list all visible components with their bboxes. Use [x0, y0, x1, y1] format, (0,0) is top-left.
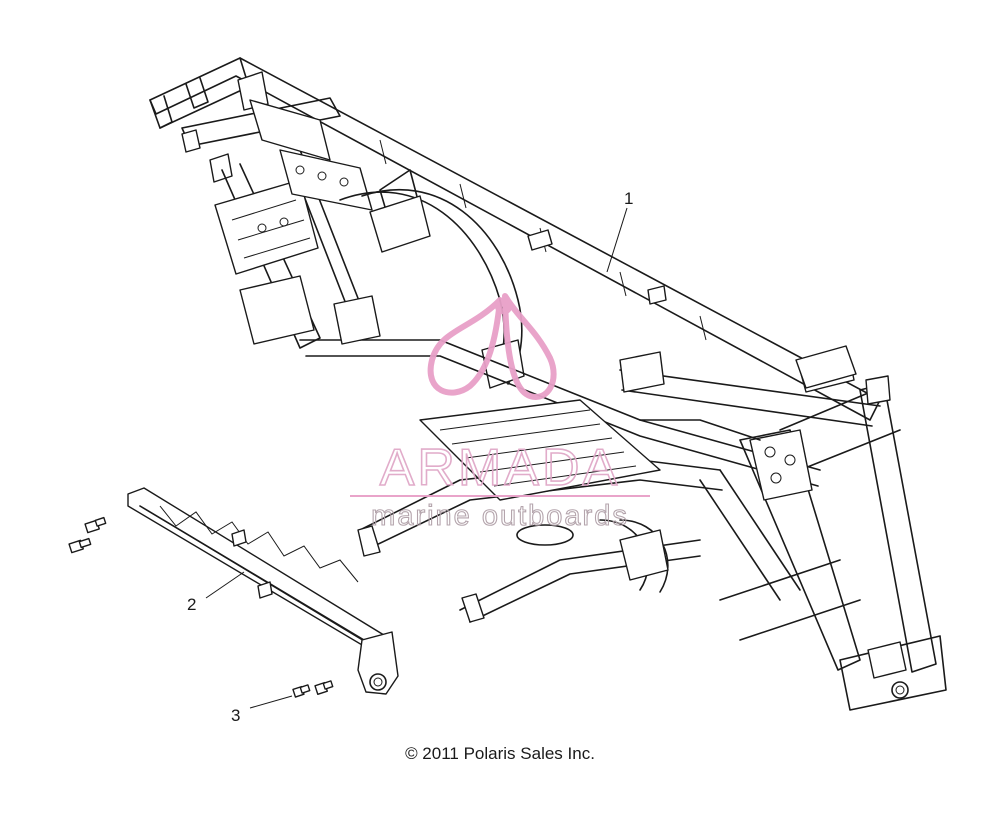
callout-1-number: 1: [624, 189, 633, 208]
watermark-brand: ARMADA: [380, 439, 620, 497]
side-rail: [127, 487, 399, 695]
main-frame: [149, 57, 947, 711]
copyright-notice: © 2011 Polaris Sales Inc.: [405, 744, 595, 763]
bolts: [68, 516, 334, 698]
bolt-top-2: [68, 537, 92, 554]
callout-1: 1: [606, 189, 633, 273]
bolt-bottom-1: [292, 684, 311, 698]
callout-3-number: 3: [231, 706, 240, 725]
callout-2-number: 2: [187, 595, 196, 614]
watermark: ARMADA marine outboards: [350, 293, 650, 533]
callout-2: 2: [187, 571, 245, 614]
bolt-bottom-2: [314, 680, 334, 696]
bolt-top-1: [84, 516, 107, 534]
callout-3: 3: [231, 695, 293, 725]
watermark-logo-mark: [427, 293, 557, 400]
watermark-tagline: marine outboards: [371, 500, 629, 532]
